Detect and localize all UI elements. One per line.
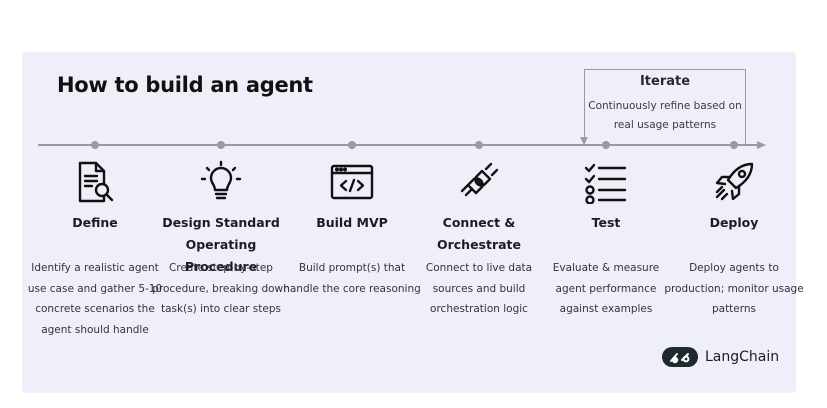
- step-define: Define Identify a realistic agent use ca…: [25, 160, 165, 336]
- timeline-dot: [91, 140, 99, 149]
- step-build-mvp: Build MVP Build prompt(s) that handle th…: [282, 160, 422, 295]
- step-label: Build MVP: [316, 215, 388, 230]
- lightbulb-icon: [151, 160, 291, 204]
- timeline-dot: [602, 140, 610, 149]
- langchain-logo-icon: [662, 347, 698, 367]
- iterate-arrow-head: [580, 137, 588, 145]
- timeline-arrow-head: [757, 140, 766, 149]
- document-search-icon: [25, 160, 165, 204]
- step-deploy: Deploy Deploy agents to production; moni…: [664, 160, 804, 315]
- iterate-loop-box: [584, 69, 746, 144]
- iterate-title: Iterate: [639, 74, 691, 89]
- step-connect-orchestrate: Connect & Orchestrate Connect to live da…: [409, 160, 549, 315]
- plug-icon: [409, 160, 549, 204]
- rocket-icon: [664, 160, 804, 204]
- brand-name: LangChain: [705, 349, 780, 365]
- step-description: Evaluate & measure agent performance aga…: [552, 262, 660, 315]
- step-label: Design Standard Operating Procedure: [162, 215, 280, 274]
- step-description: Connect to live data sources and build o…: [425, 262, 533, 315]
- step-label: Deploy: [709, 215, 759, 230]
- timeline-dot: [217, 140, 225, 149]
- timeline-dot: [475, 140, 483, 149]
- step-test: Test Evaluate & measure agent performanc…: [536, 160, 676, 315]
- timeline-line: [38, 144, 760, 146]
- langchain-logo: LangChain: [662, 347, 779, 367]
- step-label: Connect & Orchestrate: [436, 215, 522, 252]
- checklist-icon: [536, 160, 676, 204]
- step-label: Test: [591, 215, 621, 230]
- step-description: Deploy agents to production; monitor usa…: [664, 262, 804, 315]
- iterate-description: Continuously refine based on real usage …: [588, 100, 742, 131]
- step-description: Create step-by-step procedure, breaking …: [152, 262, 290, 315]
- diagram-title: How to build an agent: [57, 73, 313, 97]
- code-window-icon: [282, 160, 422, 204]
- step-design-sop: Design Standard Operating Procedure Crea…: [151, 160, 291, 315]
- step-description: Build prompt(s) that handle the core rea…: [283, 262, 421, 295]
- step-description: Identify a realistic agent use case and …: [27, 262, 163, 336]
- diagram-card: [22, 52, 796, 393]
- timeline-dot: [730, 140, 738, 149]
- step-label: Define: [72, 215, 118, 230]
- timeline-dot: [348, 140, 356, 149]
